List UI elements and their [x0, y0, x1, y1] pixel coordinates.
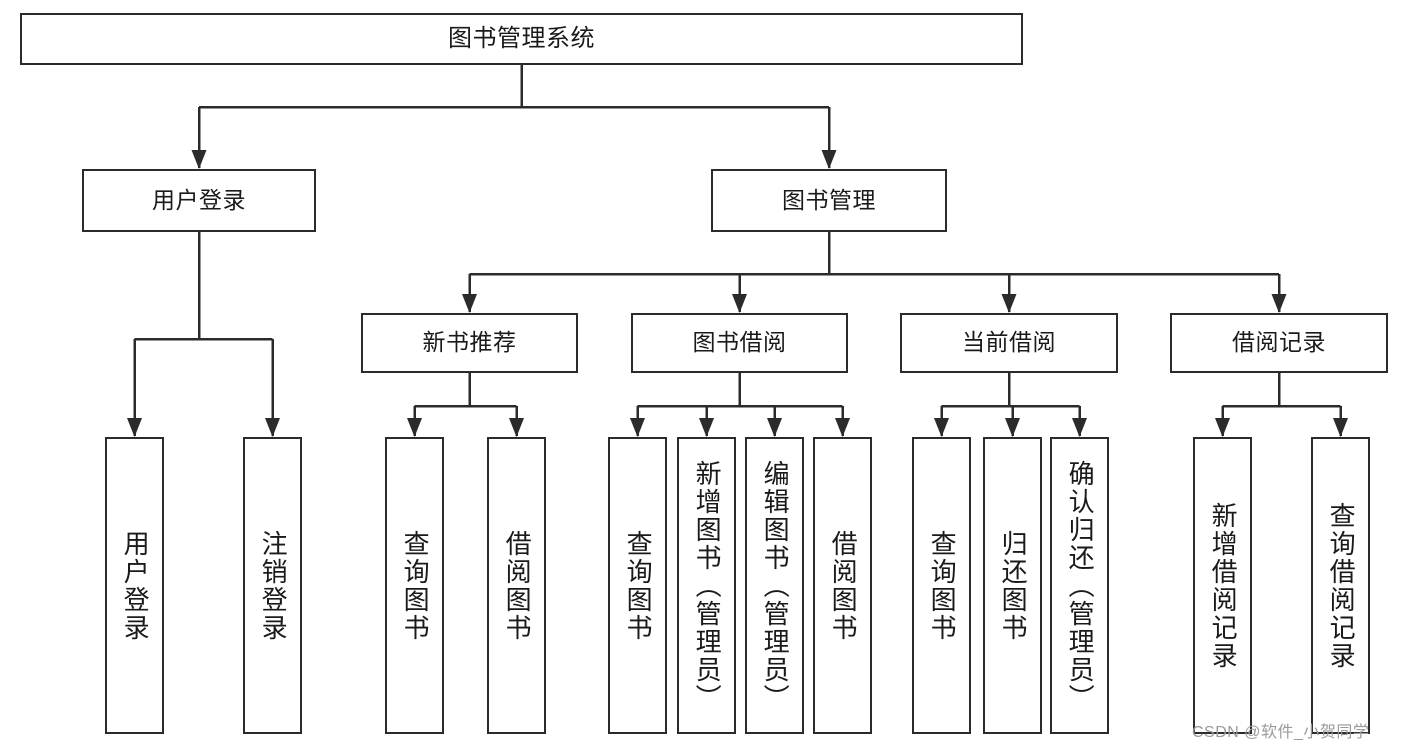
node-label: 新增借阅记录	[1208, 501, 1239, 670]
node-label: 新增图书（管理员）	[692, 459, 723, 712]
node-label: 新书推荐	[422, 329, 517, 356]
node-l8[interactable]: 借阅图书	[813, 437, 872, 734]
node-label: 归还图书	[998, 529, 1029, 642]
node-label: 查询借阅记录	[1326, 501, 1357, 670]
node-l5[interactable]: 查询图书	[608, 437, 667, 734]
node-borrow[interactable]: 图书借阅	[631, 313, 848, 373]
node-label: 编辑图书（管理员）	[760, 459, 791, 712]
node-label: 图书管理系统	[448, 24, 595, 52]
node-l12[interactable]: 新增借阅记录	[1193, 437, 1252, 734]
node-current[interactable]: 当前借阅	[900, 313, 1118, 373]
node-bookmgmt[interactable]: 图书管理	[711, 169, 947, 232]
node-label: 借阅图书	[828, 529, 859, 642]
node-login[interactable]: 用户登录	[82, 169, 316, 232]
node-l2[interactable]: 注销登录	[243, 437, 302, 734]
node-l10[interactable]: 归还图书	[983, 437, 1042, 734]
node-label: 用户登录	[152, 186, 246, 213]
node-label: 图书管理	[782, 186, 876, 213]
node-records[interactable]: 借阅记录	[1170, 313, 1388, 373]
node-l11[interactable]: 确认归还（管理员）	[1050, 437, 1109, 734]
node-label: 借阅记录	[1232, 329, 1326, 356]
csdn-watermark: CSDN @软件_小贺同学	[1192, 724, 1370, 741]
node-l4[interactable]: 借阅图书	[487, 437, 546, 734]
node-root[interactable]: 图书管理系统	[20, 13, 1023, 65]
node-label: 查询图书	[400, 529, 431, 642]
node-l6[interactable]: 新增图书（管理员）	[677, 437, 736, 734]
node-label: 借阅图书	[502, 529, 533, 642]
node-l7[interactable]: 编辑图书（管理员）	[745, 437, 804, 734]
node-label: 注销登录	[258, 529, 289, 642]
node-label: 查询图书	[623, 529, 654, 642]
node-l1[interactable]: 用户登录	[105, 437, 164, 734]
node-l9[interactable]: 查询图书	[912, 437, 971, 734]
node-label: 确认归还（管理员）	[1065, 459, 1096, 712]
node-newbook[interactable]: 新书推荐	[361, 313, 578, 373]
node-label: 图书借阅	[692, 329, 787, 356]
node-l13[interactable]: 查询借阅记录	[1311, 437, 1370, 734]
node-label: 查询图书	[927, 529, 958, 642]
node-l3[interactable]: 查询图书	[385, 437, 444, 734]
node-label: 用户登录	[120, 529, 151, 642]
node-label: 当前借阅	[962, 329, 1056, 356]
